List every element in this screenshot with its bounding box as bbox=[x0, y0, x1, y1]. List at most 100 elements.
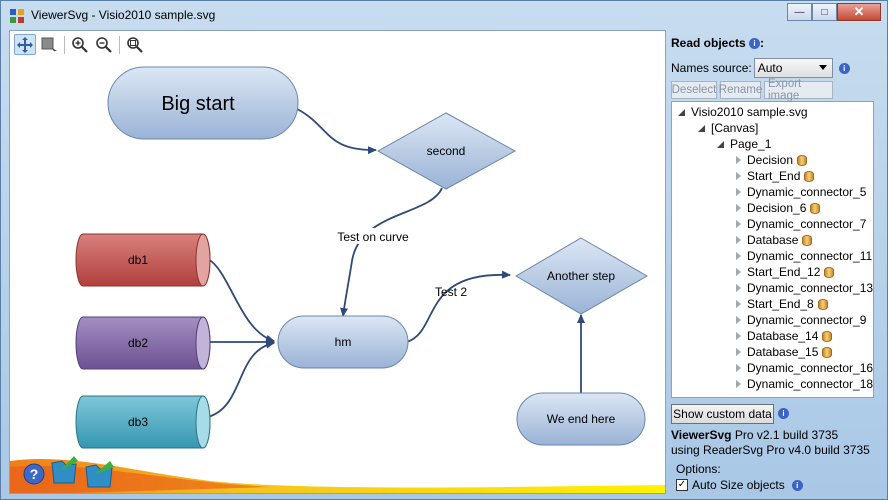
chevron-down-icon bbox=[818, 65, 827, 70]
info-icon[interactable]: i bbox=[749, 38, 761, 50]
collapsed-icon bbox=[736, 204, 741, 212]
edge-label-test-2: Test 2 bbox=[435, 285, 467, 299]
node-another-step-label: Another step bbox=[547, 269, 615, 283]
zoom-fit-icon bbox=[127, 36, 143, 53]
tree-item-label: Start_End bbox=[747, 169, 801, 183]
tree-page[interactable]: Page_1 bbox=[717, 136, 771, 152]
info-icon[interactable]: i bbox=[778, 408, 789, 419]
node-db1-label: db1 bbox=[128, 253, 148, 267]
object-tree[interactable]: Visio2010 sample.svg [Canvas] Page_1 Dec… bbox=[671, 101, 874, 398]
objects-panel: Read objects i: Names source: Auto i Des… bbox=[670, 30, 884, 496]
tree-item-label: Database_14 bbox=[747, 329, 819, 343]
collapsed-icon bbox=[736, 316, 741, 324]
node-we-end-here bbox=[516, 392, 646, 446]
connector-db1-hm bbox=[207, 258, 275, 343]
select-icon bbox=[41, 37, 57, 53]
collapsed-icon bbox=[736, 252, 741, 260]
pan-tool-button[interactable] bbox=[14, 34, 36, 55]
tree-item[interactable]: Start_End bbox=[736, 168, 815, 184]
tree-root[interactable]: Visio2010 sample.svg bbox=[678, 104, 808, 120]
names-source-select[interactable]: Auto bbox=[753, 58, 833, 78]
node-another-step bbox=[515, 237, 649, 315]
tree-item[interactable]: Dynamic_connector_11 bbox=[736, 248, 872, 264]
node-db1 bbox=[75, 233, 211, 287]
database-icon bbox=[822, 346, 833, 358]
node-second bbox=[376, 112, 517, 190]
diagram: Big start second db1 db2 db3 bbox=[10, 66, 665, 493]
expanded-icon bbox=[717, 140, 724, 148]
diagram-canvas[interactable]: Big start second db1 db2 db3 bbox=[9, 30, 666, 494]
collapsed-icon bbox=[736, 188, 741, 196]
maximize-button[interactable]: □ bbox=[812, 3, 837, 21]
expanded-icon bbox=[678, 108, 685, 116]
connectors bbox=[207, 108, 585, 418]
collapsed-icon bbox=[736, 380, 741, 388]
tree-item[interactable]: Dynamic_connector_5 bbox=[736, 184, 866, 200]
tree-canvas[interactable]: [Canvas] bbox=[698, 120, 758, 136]
database-icon bbox=[810, 202, 821, 214]
tree-item[interactable]: Dynamic_connector_16 bbox=[736, 360, 873, 376]
database-icon bbox=[824, 266, 835, 278]
tree-item[interactable]: Database_15 bbox=[736, 344, 833, 360]
database-icon bbox=[797, 154, 808, 166]
node-db3-label: db3 bbox=[128, 415, 148, 429]
tree-item[interactable]: Dynamic_connector_7 bbox=[736, 216, 866, 232]
select-tool-button[interactable] bbox=[38, 34, 60, 55]
tree-item-label: Decision_6 bbox=[747, 201, 807, 215]
tree-item[interactable]: Start_End_12 bbox=[736, 264, 835, 280]
close-button[interactable]: ✕ bbox=[837, 3, 881, 21]
database-icon bbox=[817, 298, 828, 310]
tree-item[interactable]: Database bbox=[736, 232, 813, 248]
options-label: Options: bbox=[676, 462, 721, 476]
auto-size-row: ✓ Auto Size objects i bbox=[676, 478, 803, 492]
zoom-out-icon bbox=[96, 36, 112, 53]
zoom-out-button[interactable] bbox=[93, 34, 115, 55]
connector-hm-another bbox=[406, 270, 511, 343]
node-db2-label: db2 bbox=[128, 336, 148, 350]
zoom-in-button[interactable] bbox=[69, 34, 91, 55]
collapsed-icon bbox=[736, 156, 741, 164]
help-icon: ? bbox=[23, 463, 45, 485]
auto-size-label: Auto Size objects bbox=[692, 478, 785, 492]
node-big-start-label: Big start bbox=[161, 93, 235, 115]
collapsed-icon bbox=[736, 300, 741, 308]
tree-item-label: Dynamic_connector_18 bbox=[747, 377, 874, 391]
collapsed-icon bbox=[736, 268, 741, 276]
tree-item-label: Dynamic_connector_7 bbox=[747, 217, 867, 231]
app-name: ViewerSvg bbox=[671, 428, 732, 442]
auto-size-checkbox[interactable]: ✓ bbox=[676, 479, 688, 491]
tree-item-label: Dynamic_connector_5 bbox=[747, 185, 867, 199]
show-custom-data-button[interactable]: Show custom data bbox=[671, 404, 774, 424]
tree-item[interactable]: Database_14 bbox=[736, 328, 833, 344]
svg-text:?: ? bbox=[30, 466, 39, 482]
open-folder-icon bbox=[51, 456, 78, 484]
tree-item[interactable]: Dynamic_connector_13 bbox=[736, 280, 873, 296]
zoom-fit-button[interactable] bbox=[124, 34, 146, 55]
version-info: ViewerSvg Pro v2.1 build 3735 using Read… bbox=[671, 428, 870, 457]
node-big-start bbox=[107, 66, 299, 140]
node-second-label: second bbox=[427, 144, 466, 158]
info-icon[interactable]: i bbox=[838, 62, 850, 74]
tree-item[interactable]: Decision_6 bbox=[736, 200, 821, 216]
minimize-button[interactable]: — bbox=[787, 3, 812, 21]
connector-bigstart-second bbox=[296, 108, 377, 155]
names-source-row: Names source: Auto i bbox=[671, 58, 850, 78]
export-image-button[interactable]: Export image bbox=[764, 78, 833, 102]
tree-item-label: Dynamic_connector_13 bbox=[747, 281, 874, 295]
app-icon bbox=[10, 9, 24, 23]
tree-item[interactable]: Dynamic_connector_9 bbox=[736, 312, 866, 328]
tree-item[interactable]: Decision bbox=[736, 152, 808, 168]
tree-item[interactable]: Start_End_8 bbox=[736, 296, 828, 312]
deselect-button[interactable]: Deselect bbox=[671, 81, 717, 99]
tree-item-label: Dynamic_connector_11 bbox=[747, 249, 873, 263]
tree-item[interactable]: Dynamic_connector_18 bbox=[736, 376, 873, 392]
collapsed-icon bbox=[736, 172, 741, 180]
collapsed-icon bbox=[736, 236, 741, 244]
toolbar-separator bbox=[64, 35, 65, 54]
tree-item-label: Start_End_12 bbox=[747, 265, 821, 279]
database-icon bbox=[822, 330, 833, 342]
collapsed-icon bbox=[736, 348, 741, 356]
rename-button[interactable]: Rename bbox=[719, 81, 762, 99]
info-icon[interactable]: i bbox=[791, 479, 803, 491]
